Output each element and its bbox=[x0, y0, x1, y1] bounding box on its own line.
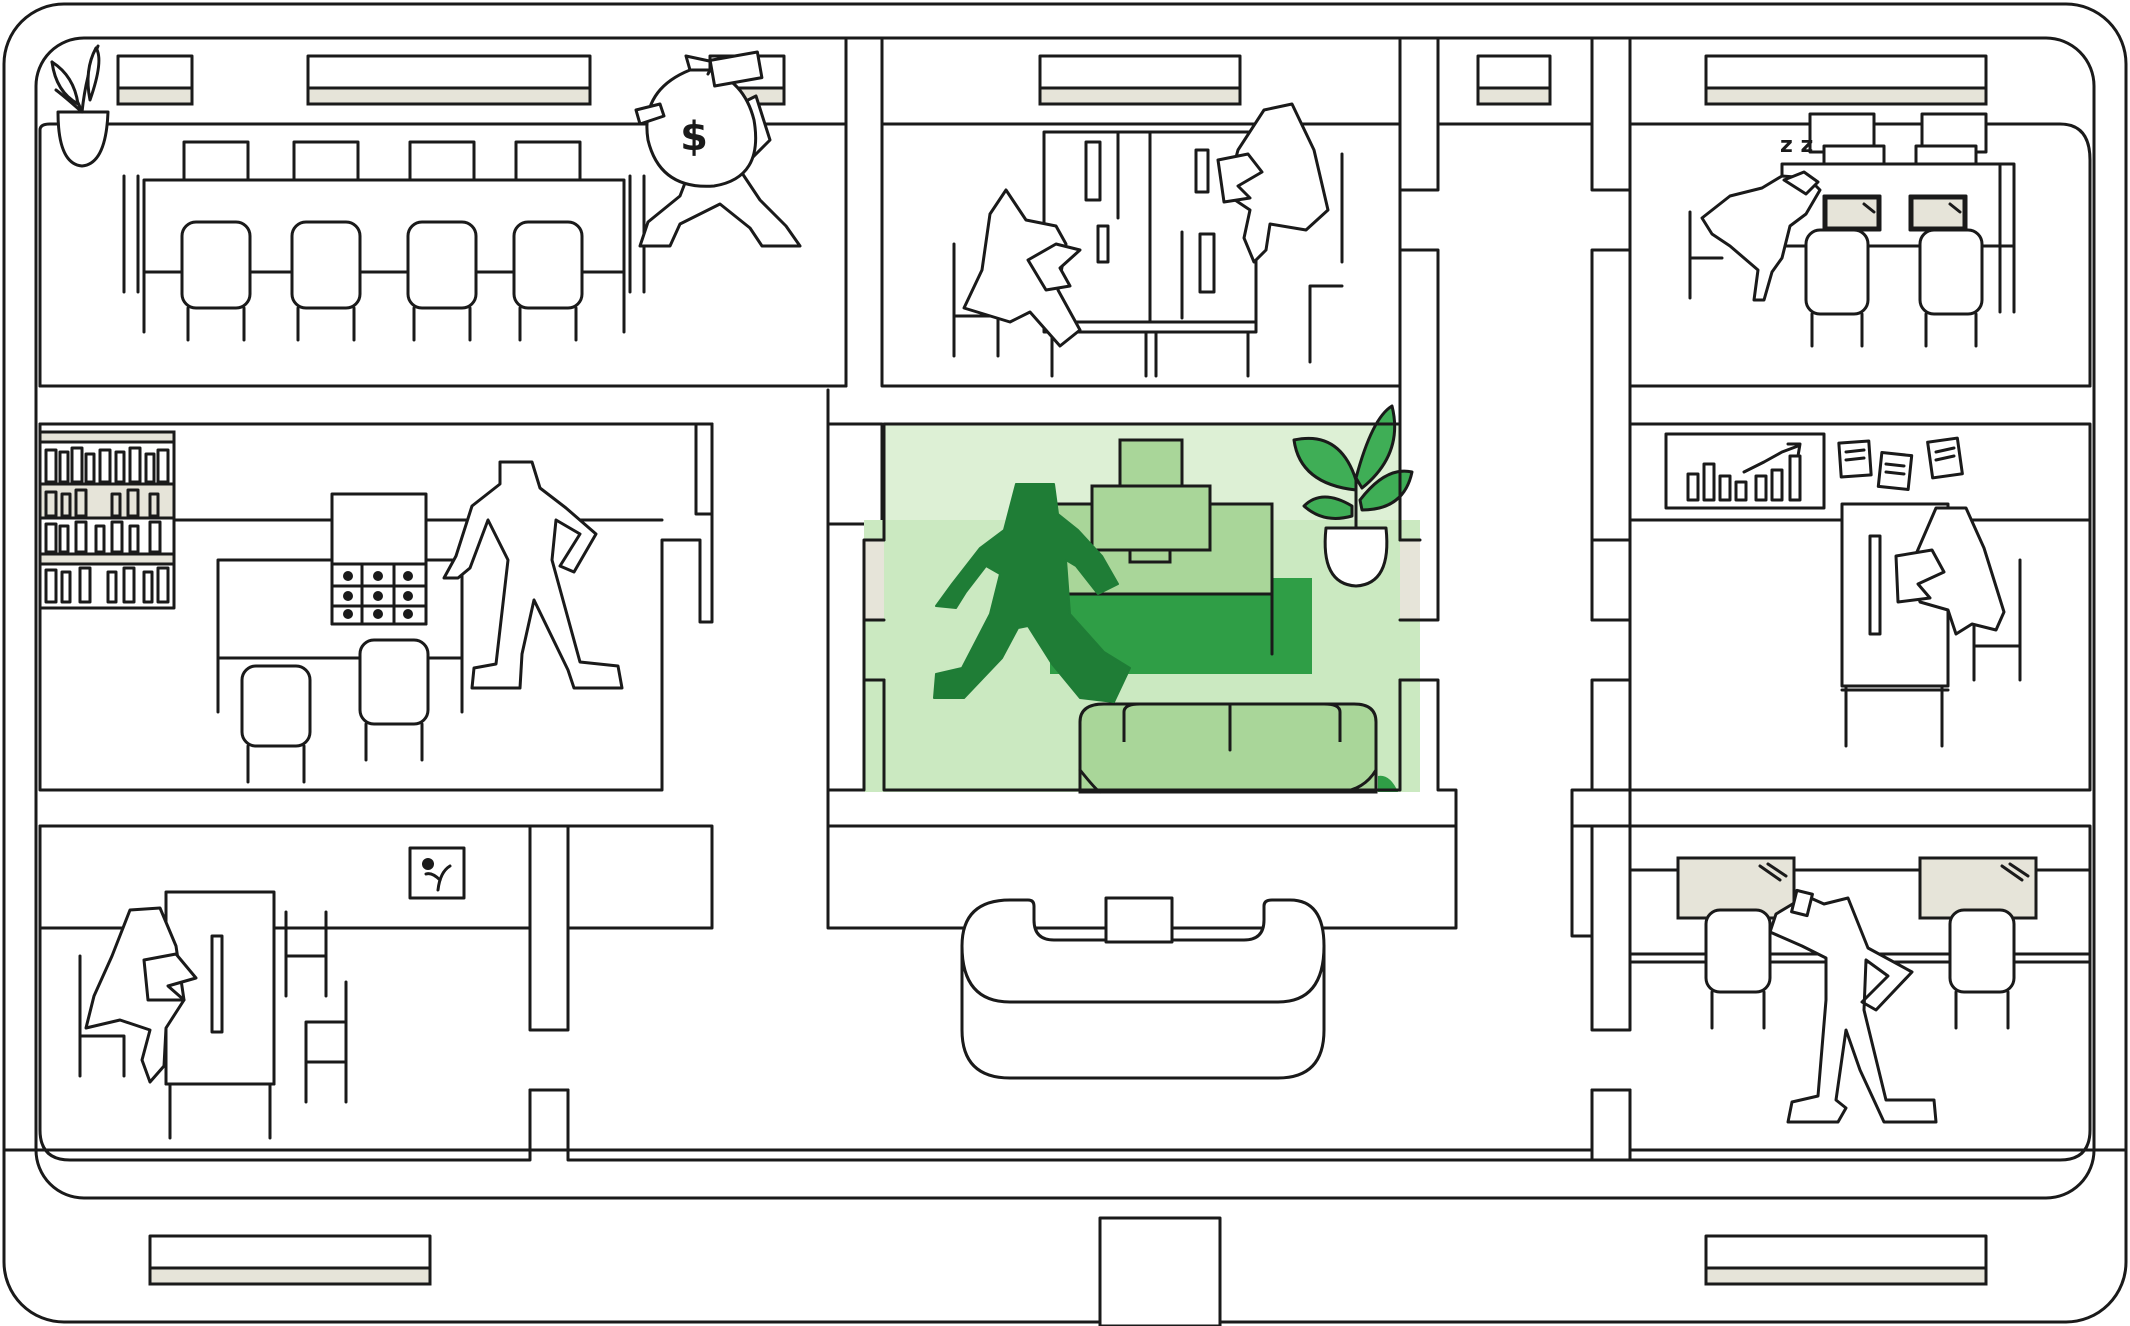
wall-fixtures bbox=[116, 54, 1988, 1326]
conference-room: $ bbox=[50, 44, 802, 342]
bookshelf-books bbox=[44, 446, 170, 604]
standing-worker-bottom-left bbox=[84, 906, 198, 1084]
sleeping-worker: z z bbox=[1688, 133, 1822, 302]
figure-with-money-bag: $ bbox=[634, 50, 802, 248]
desk-room-top-right: z z bbox=[1688, 112, 2016, 348]
potted-plant bbox=[50, 44, 110, 168]
reception-desk bbox=[960, 896, 1326, 1080]
standing-figure-kitchen bbox=[442, 460, 624, 690]
standing-worker-analytics bbox=[1894, 506, 2006, 636]
library-room bbox=[38, 430, 624, 784]
interior-walls bbox=[38, 38, 2092, 1162]
window-workstations bbox=[1628, 856, 2092, 1124]
game-room bbox=[952, 102, 1344, 378]
sleeping-z-icon: z z bbox=[1780, 133, 1813, 158]
sticky-notes-icon bbox=[1837, 436, 1964, 491]
dollar-sign-icon: $ bbox=[680, 114, 708, 160]
highlighted-potted-plant bbox=[1292, 404, 1414, 588]
ping-pong-player-left bbox=[962, 188, 1082, 348]
highlighted-sofa bbox=[1078, 702, 1398, 794]
stove-burners bbox=[330, 562, 428, 626]
walking-figure-green bbox=[933, 483, 1131, 703]
bar-chart-icon bbox=[1686, 442, 1802, 502]
standing-figure-phone bbox=[1768, 888, 1938, 1124]
ping-pong-player-right bbox=[1216, 102, 1330, 264]
conference-chairs bbox=[180, 220, 584, 342]
analytics-room bbox=[1664, 432, 2022, 748]
desk-room-bottom-left bbox=[78, 846, 466, 1140]
highlighted-lounge-room bbox=[862, 404, 1422, 794]
